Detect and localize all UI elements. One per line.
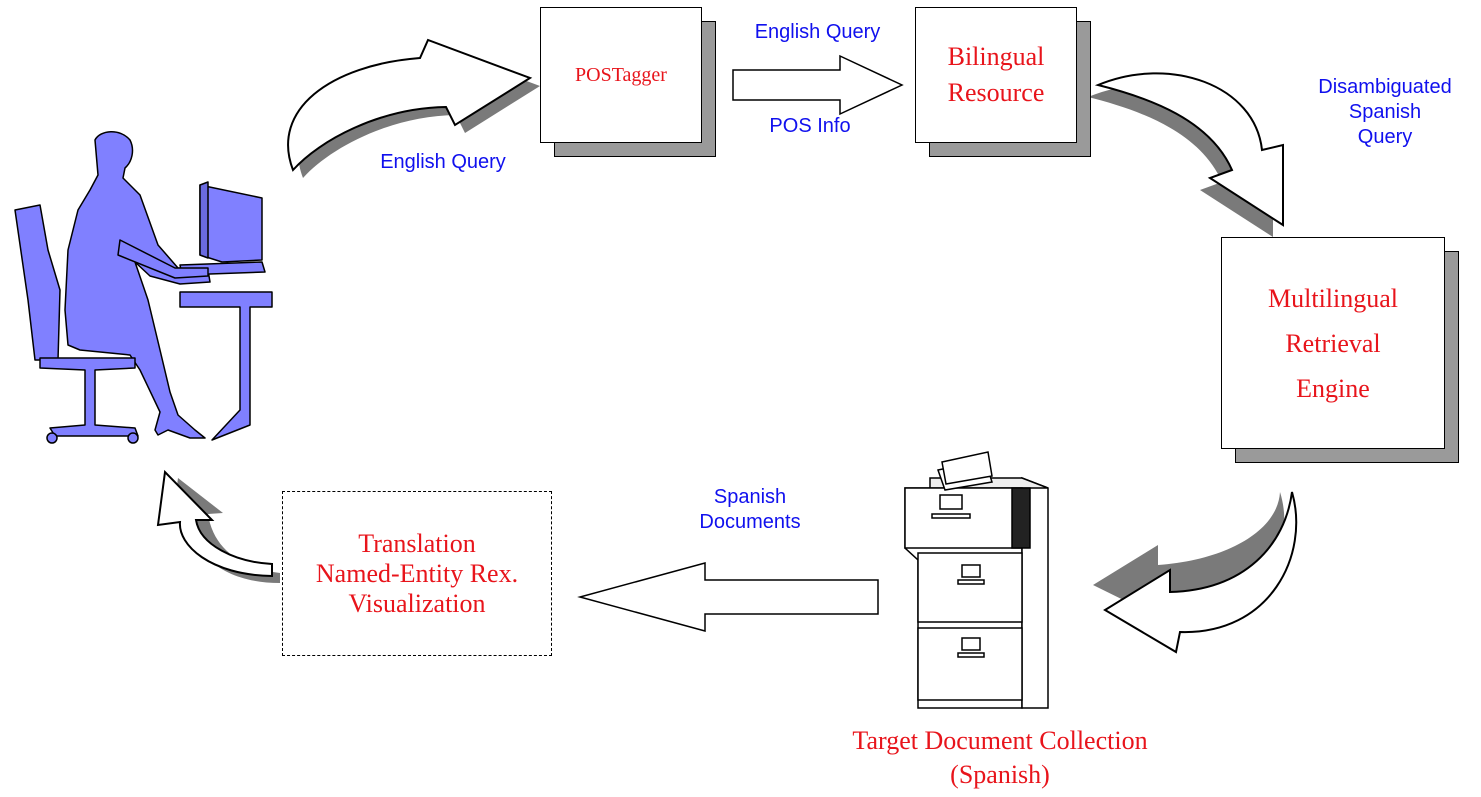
collection-label: Target Document Collection (Spanish) [800, 724, 1200, 792]
edge-label-pos-info: POS Info [769, 115, 851, 137]
collection-label-2: (Spanish) [950, 760, 1050, 789]
edge-label-disambiguated-3: Query [1357, 126, 1413, 148]
edge-label-disambiguated-query: Disambiguated Spanish Query [1290, 75, 1480, 150]
curved-arrow-bilingual-to-engine [1088, 72, 1284, 238]
retrieval-label-1: Multilingual [1268, 283, 1398, 313]
postprocess-label-3: Visualization [348, 588, 486, 618]
edge-label-spanish-documents: Spanish Documents [665, 485, 835, 535]
retrieval-engine-node: Multilingual Retrieval Engine [1221, 237, 1445, 449]
arrow-tagger-to-bilingual [732, 54, 904, 116]
postagger-label: POSTagger [575, 63, 667, 86]
edge-label-english-query-2: English Query [754, 21, 881, 43]
curved-arrow-engine-to-collection [1093, 491, 1298, 654]
postprocess-node: Translation Named-Entity Rex. Visualizat… [282, 491, 552, 656]
arrow-collection-to-postprocess [577, 562, 879, 632]
bilingual-label-2: Resource [947, 78, 1045, 107]
curved-arrow-postprocess-to-user [156, 469, 280, 583]
postprocess-label-1: Translation [358, 528, 476, 558]
edge-label-disambiguated-2: Spanish [1348, 101, 1422, 123]
edge-label-spanish-2: Documents [699, 511, 801, 533]
edge-label-disambiguated-1: Disambiguated [1318, 76, 1452, 98]
curved-arrow-user-to-tagger [287, 38, 540, 178]
user-at-computer-icon [14, 131, 273, 444]
edge-label-english-query-1: English Query [380, 151, 506, 173]
bilingual-resource-node: Bilingual Resource [915, 7, 1077, 143]
postprocess-label-2: Named-Entity Rex. [315, 558, 519, 588]
retrieval-label-3: Engine [1296, 373, 1370, 403]
postagger-node: POSTagger [540, 7, 702, 143]
bilingual-label-1: Bilingual [947, 42, 1045, 71]
edge-label-spanish-1: Spanish [713, 486, 787, 508]
retrieval-label-2: Retrieval [1285, 328, 1381, 358]
filing-cabinet-icon [904, 451, 1049, 709]
collection-label-1: Target Document Collection [852, 726, 1148, 755]
